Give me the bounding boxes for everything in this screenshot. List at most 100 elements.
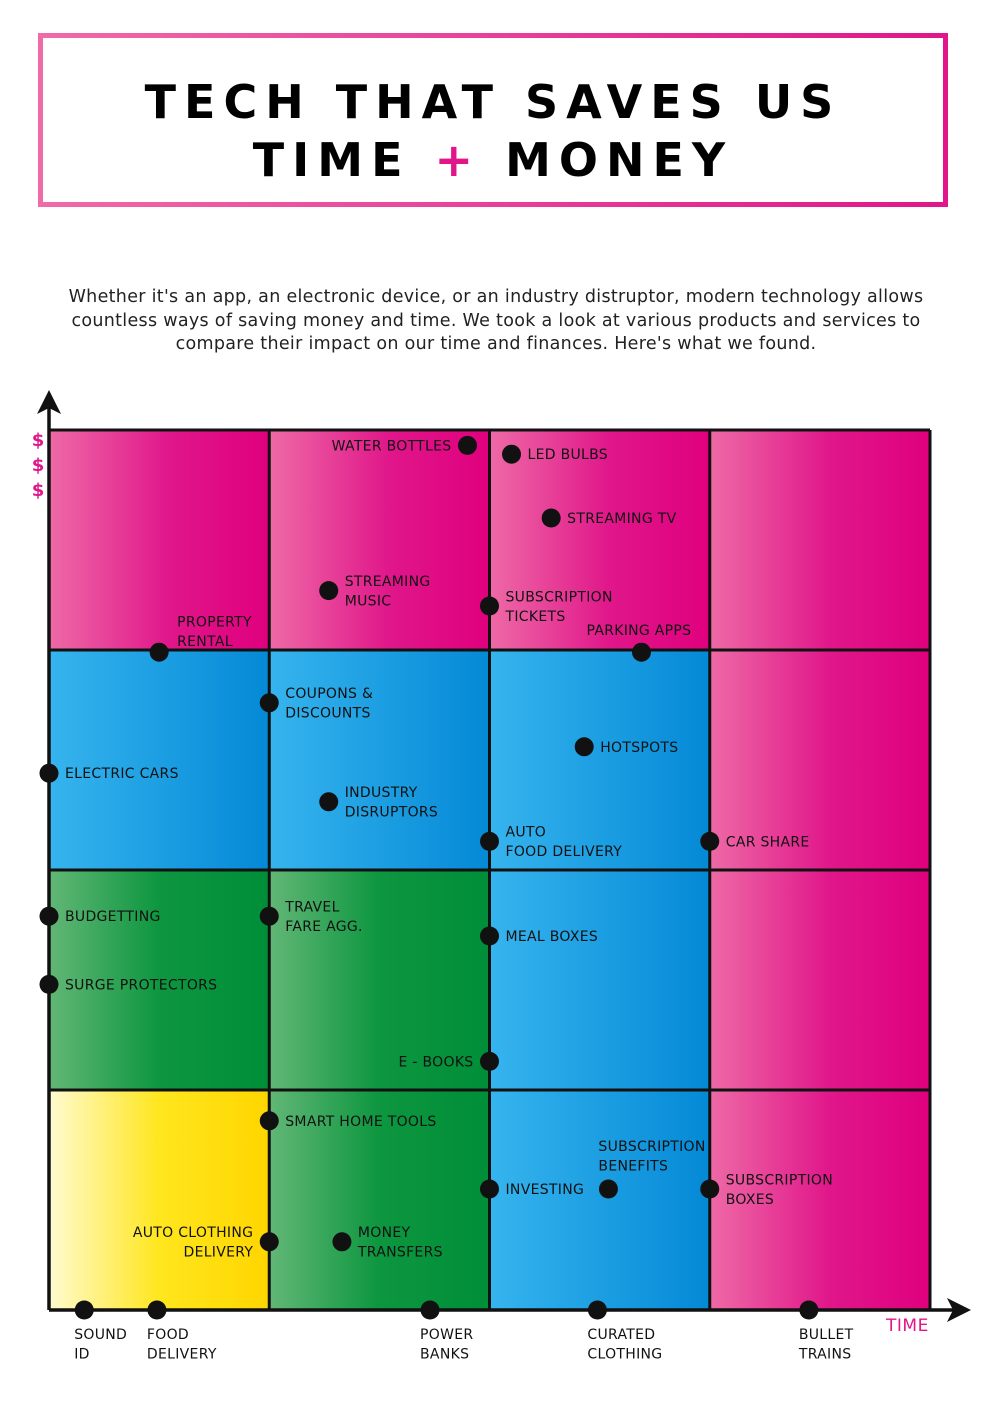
point-label: WATER BOTTLES — [332, 438, 452, 454]
data-point — [598, 1179, 618, 1199]
data-point — [39, 763, 59, 783]
title-money: MONEY — [505, 133, 734, 187]
title-box: TECH THAT SAVES US TIME + MONEY — [38, 33, 948, 207]
data-point — [574, 737, 594, 757]
data-point — [259, 1111, 279, 1131]
data-point-group: BULLET TRAINS — [798, 1300, 854, 1363]
data-point — [799, 1300, 819, 1320]
cell-yellow-r0-c0 — [49, 1090, 270, 1310]
point-label: MONEY — [358, 1225, 411, 1241]
title-plus: + — [434, 133, 482, 187]
point-label: BULLET — [799, 1327, 854, 1343]
point-label: DISRUPTORS — [345, 805, 438, 821]
point-label: AUTO CLOTHING — [133, 1225, 253, 1241]
point-label: BENEFITS — [598, 1159, 668, 1175]
data-point-group: INDUSTRY DISRUPTORS — [319, 785, 438, 821]
cell-blue-r2-c1 — [269, 650, 490, 870]
point-label: ELECTRIC CARS — [65, 766, 179, 782]
point-label: COUPONS & — [285, 686, 373, 702]
point-label: BOXES — [726, 1192, 774, 1208]
data-point — [319, 581, 339, 601]
cell-pink-r3-c1 — [269, 430, 490, 650]
cell-blue-r1-c2 — [489, 870, 710, 1090]
data-point — [480, 596, 499, 616]
point-label: TICKETS — [505, 609, 566, 625]
point-label: CAR SHARE — [726, 834, 810, 850]
data-point-group: SMART HOME TOOLS — [259, 1111, 436, 1131]
data-point — [480, 926, 499, 946]
point-label: E - BOOKS — [399, 1054, 474, 1070]
title-line-2: TIME + MONEY — [43, 133, 943, 187]
data-point-group: LED BULBS — [502, 444, 608, 464]
cell-pink-r0-c3 — [709, 1090, 930, 1310]
cell-blue-r2-c0 — [49, 650, 270, 870]
data-point — [259, 1232, 279, 1252]
cell-pink-r2-c3 — [709, 650, 930, 870]
point-label: RENTAL — [177, 634, 233, 650]
cell-blue-r2-c2 — [489, 650, 710, 870]
data-point — [74, 1300, 94, 1320]
title-line-1: TECH THAT SAVES US — [144, 75, 842, 129]
point-label: INVESTING — [506, 1182, 585, 1198]
data-point — [39, 906, 59, 926]
cell-blue-r0-c2 — [489, 1090, 710, 1310]
data-point-group: COUPONS & DISCOUNTS — [259, 686, 373, 722]
data-point — [700, 831, 720, 851]
cell-pink-r1-c3 — [709, 870, 930, 1090]
x-axis-label: TIME — [886, 1316, 929, 1336]
point-label: INDUSTRY — [345, 785, 418, 801]
cell-green-r0-c1 — [269, 1090, 490, 1310]
data-point-group: ELECTRIC CARS — [39, 763, 179, 783]
point-label: PARKING APPS — [586, 623, 691, 639]
point-label: FOOD — [147, 1327, 189, 1343]
data-point — [700, 1179, 720, 1199]
data-point — [259, 693, 279, 713]
point-label: BANKS — [420, 1347, 469, 1363]
data-point — [480, 1179, 499, 1199]
y-axis-label: $ $ $ — [31, 430, 45, 501]
point-label: TRAINS — [798, 1347, 852, 1363]
data-point — [457, 435, 477, 455]
data-point — [147, 1300, 167, 1320]
y-axis-arrow-icon — [37, 390, 61, 414]
data-point-group: STREAMING TV — [541, 508, 676, 528]
point-label: SUBSCRIPTION — [506, 589, 613, 605]
point-label: SUBSCRIPTION — [598, 1139, 705, 1155]
data-point-group: WATER BOTTLES — [332, 435, 477, 455]
point-label: DISCOUNTS — [285, 706, 370, 722]
point-label: SURGE PROTECTORS — [65, 977, 217, 993]
point-label: FARE AGG. — [285, 919, 363, 935]
x-axis-arrow-icon — [947, 1298, 971, 1322]
point-label: CLOTHING — [587, 1347, 662, 1363]
cell-pink-r3-c0 — [49, 430, 270, 650]
data-point — [587, 1300, 607, 1320]
data-point-group: MEAL BOXES — [480, 926, 599, 946]
data-point — [39, 974, 59, 994]
point-label: DELIVERY — [183, 1245, 253, 1261]
data-point — [332, 1232, 352, 1252]
data-point-group: CAR SHARE — [700, 831, 810, 851]
data-point-group: INVESTING — [480, 1179, 585, 1199]
data-point — [319, 792, 339, 812]
point-label: MEAL BOXES — [506, 929, 599, 945]
data-point — [541, 508, 561, 528]
cell-green-r1-c1 — [269, 870, 490, 1090]
point-label: TRAVEL — [284, 899, 339, 915]
cell-pink-r3-c2 — [489, 430, 710, 650]
data-point-group: BUDGETTING — [39, 906, 160, 926]
data-point-group: SUBSCRIPTION BOXES — [700, 1172, 833, 1208]
cell-green-r1-c0 — [49, 870, 270, 1090]
intro-paragraph: Whether it's an app, an electronic devic… — [68, 287, 924, 354]
title-time: TIME — [252, 133, 411, 187]
data-point — [259, 906, 279, 926]
data-point — [631, 642, 651, 662]
point-label: SUBSCRIPTION — [726, 1172, 833, 1188]
